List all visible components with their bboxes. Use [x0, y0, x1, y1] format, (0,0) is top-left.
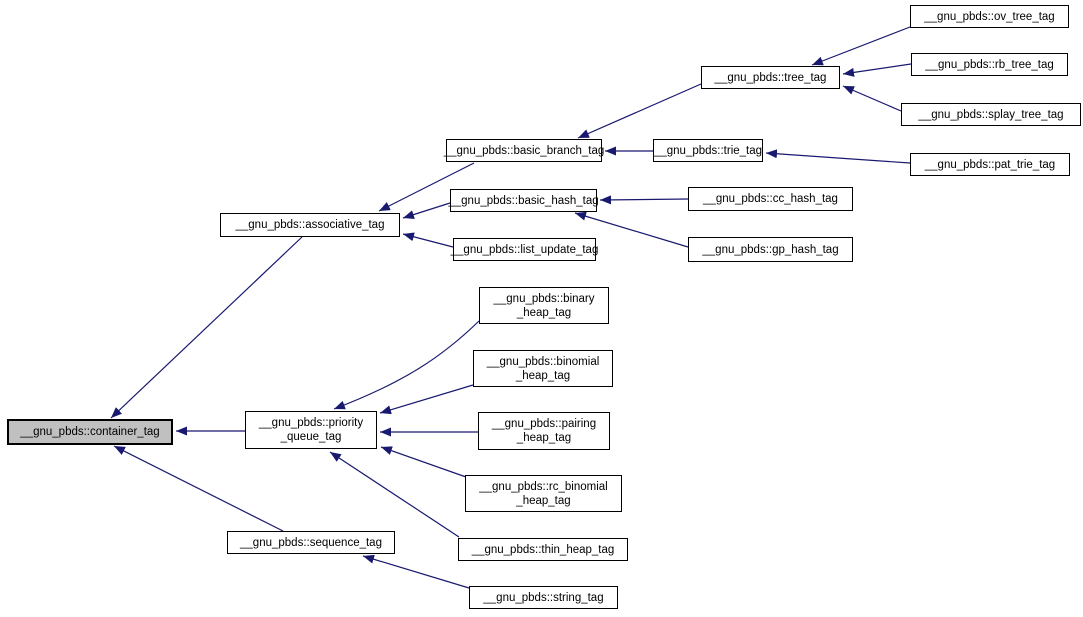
node-string-tag[interactable]: __gnu_pbds::string_tag	[469, 586, 618, 609]
node-rc-binomial-heap-tag[interactable]: __gnu_pbds::rc_binomial _heap_tag	[465, 475, 622, 512]
node-ov-tree-tag[interactable]: __gnu_pbds::ov_tree_tag	[910, 5, 1069, 28]
edge-string-to-sequence	[362, 554, 470, 589]
node-binomial-heap-tag[interactable]: __gnu_pbds::binomial _heap_tag	[473, 350, 613, 387]
node-cc-hash-tag[interactable]: __gnu_pbds::cc_hash_tag	[688, 187, 853, 211]
node-tree-tag[interactable]: __gnu_pbds::tree_tag	[701, 66, 840, 89]
edge-sequence-to-container	[113, 445, 284, 532]
node-thin-heap-tag[interactable]: __gnu_pbds::thin_heap_tag	[458, 538, 628, 561]
node-priority-queue-tag[interactable]: __gnu_pbds::priority _queue_tag	[245, 411, 377, 449]
node-basic-branch-tag[interactable]: __gnu_pbds::basic_branch_tag	[444, 139, 604, 162]
node-pat-trie-tag[interactable]: __gnu_pbds::pat_trie_tag	[910, 153, 1070, 176]
node-sequence-tag[interactable]: __gnu_pbds::sequence_tag	[227, 531, 395, 554]
edge-splay-tree-to-tree	[842, 85, 902, 112]
edge-basic-branch-to-associative	[378, 162, 475, 212]
edge-associative-to-container	[110, 236, 303, 419]
edge-binomial-heap-to-priority-queue	[379, 384, 474, 415]
edge-list-update-to-associative	[402, 232, 454, 248]
edge-cc-hash-to-basic-hash	[599, 195, 689, 205]
edge-binary-heap-to-priority-queue	[333, 320, 480, 410]
edge-basic-hash-to-associative	[402, 202, 451, 219]
edge-rb-tree-to-tree	[842, 63, 912, 77]
node-pairing-heap-tag[interactable]: __gnu_pbds::pairing _heap_tag	[478, 412, 610, 450]
edge-rc-binomial-heap-to-priority-queue	[380, 446, 467, 478]
node-splay-tree-tag[interactable]: __gnu_pbds::splay_tree_tag	[901, 103, 1081, 126]
node-gp-hash-tag[interactable]: __gnu_pbds::gp_hash_tag	[688, 237, 853, 262]
node-basic-hash-tag[interactable]: __gnu_pbds::basic_hash_tag	[448, 189, 599, 212]
node-trie-tag[interactable]: __gnu_pbds::trie_tag	[653, 139, 763, 162]
node-associative-tag[interactable]: __gnu_pbds::associative_tag	[220, 213, 400, 237]
edge-ov-tree-to-tree	[811, 26, 911, 66]
edge-gp-hash-to-basic-hash	[574, 211, 689, 248]
edge-tree-to-basic-branch	[577, 83, 702, 139]
edge-pat-trie-to-trie	[765, 149, 911, 164]
edge-thin-heap-to-priority-queue	[329, 451, 460, 538]
node-container-tag[interactable]: __gnu_pbds::container_tag	[7, 419, 173, 445]
node-rb-tree-tag[interactable]: __gnu_pbds::rb_tree_tag	[911, 53, 1068, 76]
node-list-update-tag[interactable]: __gnu_pbds::list_update_tag	[451, 238, 598, 261]
node-binary-heap-tag[interactable]: __gnu_pbds::binary _heap_tag	[479, 287, 609, 324]
